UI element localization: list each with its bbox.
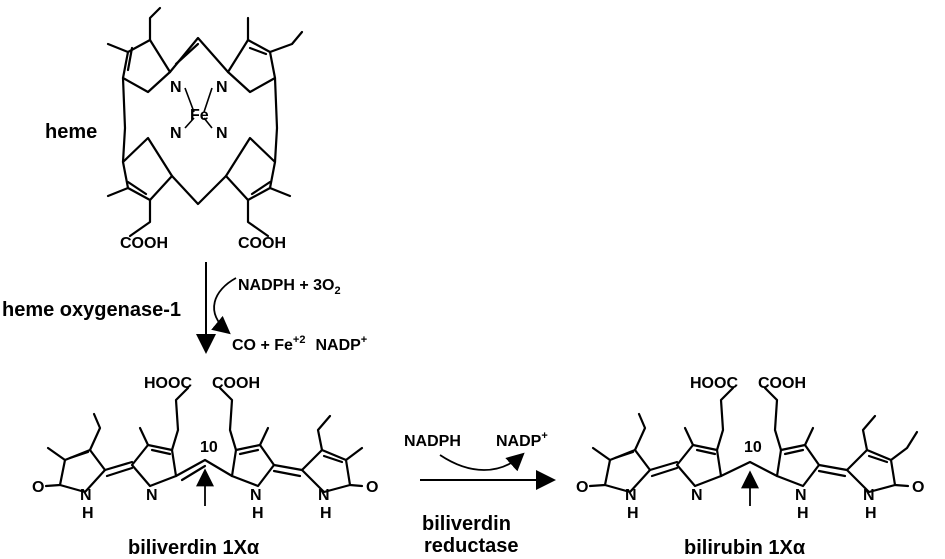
bilirubin-n-b: N: [691, 487, 703, 504]
nadph-label: NADPH: [404, 433, 461, 450]
biliverdin-h-c: H: [252, 505, 264, 522]
biliverdin-h-a: H: [82, 505, 94, 522]
reductase-label-line2: reductase: [424, 535, 519, 557]
bilirubin-hooc: HOOC: [690, 375, 738, 392]
reductase-cofactor-curve: [439, 452, 525, 472]
biliverdin-nh-a: N: [80, 487, 92, 504]
bilirubin-nh-d: N: [863, 487, 875, 504]
bilirubin-cooh: COOH: [758, 375, 806, 392]
biliverdin-o-right: O: [366, 479, 378, 496]
heme-cooh-left: COOH: [120, 235, 168, 252]
biliverdin-structure: [44, 386, 364, 494]
bilirubin-o-left: O: [576, 479, 588, 496]
heme-n-1: N: [170, 79, 182, 96]
biliverdin-nh-d: N: [318, 487, 330, 504]
heme-n-2: N: [216, 79, 228, 96]
bilirubin-h-a: H: [627, 505, 639, 522]
bilirubin-position-10: 10: [744, 439, 762, 456]
biliverdin-label: biliverdin 1Xα: [128, 537, 260, 559]
heme-label: heme: [45, 121, 97, 143]
heme-n-3: N: [170, 125, 182, 142]
biliverdin-nh-c: N: [250, 487, 262, 504]
biliverdin-o-left: O: [32, 479, 44, 496]
biliverdin-h-d: H: [320, 505, 332, 522]
bilirubin-h-c: H: [797, 505, 809, 522]
biliverdin-n-b: N: [146, 487, 158, 504]
bilirubin-nh-a: N: [625, 487, 637, 504]
reductase-label-line1: biliverdin: [422, 513, 511, 535]
bilirubin-label: bilirubin 1Xα: [684, 537, 806, 559]
bilirubin-nh-c: N: [795, 487, 807, 504]
biliverdin-position-10: 10: [200, 439, 218, 456]
nadp-plus-label: NADP+: [496, 430, 548, 450]
bilirubin-h-d: H: [865, 505, 877, 522]
biliverdin-hooc: HOOC: [144, 375, 192, 392]
heme-fe: Fe: [190, 107, 209, 124]
heme-n-4: N: [216, 125, 228, 142]
heme-oxygenase-label: heme oxygenase-1: [2, 299, 181, 321]
bilirubin-structure: [588, 386, 919, 494]
heme-cooh-right: COOH: [238, 235, 286, 252]
oxygenase-cofactor-curve: [211, 277, 237, 335]
nadph-o2-label: NADPH + 3O2: [238, 277, 341, 297]
bilirubin-o-right: O: [912, 479, 924, 496]
biliverdin-cooh: COOH: [212, 375, 260, 392]
heme-structure: [106, 6, 304, 238]
